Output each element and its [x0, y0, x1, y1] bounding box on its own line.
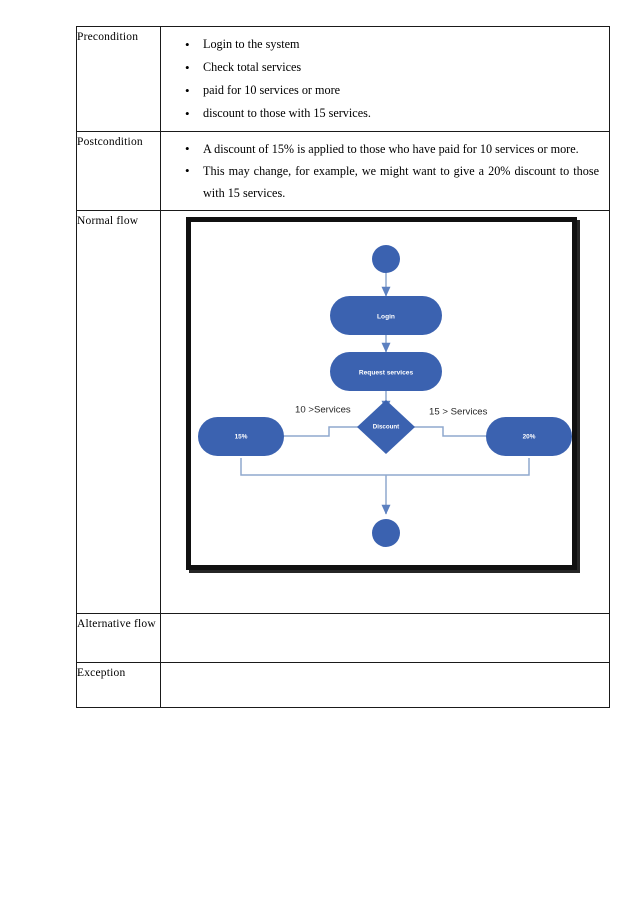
node-branch-right	[486, 417, 572, 456]
edge-label-right: 15 > Services	[429, 407, 488, 418]
activity-diagram-svg: Login Request services Discount 15%	[198, 245, 572, 547]
node-decision-label: Discount	[373, 424, 399, 431]
postcondition-bullet-list: A discount of 15% is applied to those wh…	[161, 132, 609, 210]
node-branch-left-label: 15%	[235, 434, 248, 441]
row-label-postcondition: Postcondition	[76, 131, 161, 211]
diagram-inner-border	[191, 222, 572, 565]
node-request-services-label: Request services	[359, 369, 414, 376]
row-label-precondition: Precondition	[76, 26, 161, 132]
connector-group	[240, 272, 530, 515]
row-label-exception: Exception	[76, 662, 161, 708]
node-branch-left	[198, 417, 284, 456]
table-row-exception: Exception	[76, 662, 610, 708]
diagram-frame: Login Request services Discount 15%	[186, 217, 577, 570]
list-item: discount to those with 15 services.	[161, 102, 599, 125]
list-item: A discount of 15% is applied to those wh…	[161, 138, 599, 160]
node-branch-right-label: 20%	[523, 434, 536, 441]
row-content-postcondition: A discount of 15% is applied to those wh…	[160, 131, 610, 211]
row-content-alternative-flow	[160, 613, 610, 663]
row-content-exception	[160, 662, 610, 708]
table-row-normal-flow: Normal flow	[76, 210, 610, 614]
edge-decision-to-right	[413, 426, 505, 441]
table-row-alternative-flow: Alternative flow	[76, 613, 610, 663]
edge-decision-to-left	[265, 426, 359, 441]
row-content-precondition: Login to the system Check total services…	[160, 26, 610, 132]
list-item: Login to the system	[161, 33, 599, 56]
list-item: This may change, for example, we might w…	[161, 160, 599, 204]
list-item: Check total services	[161, 56, 599, 79]
row-label-alternative-flow: Alternative flow	[76, 613, 161, 663]
table-row-precondition: Precondition Login to the system Check t…	[76, 26, 610, 132]
diagram-container: Login Request services Discount 15%	[161, 211, 609, 613]
node-start	[372, 245, 400, 273]
list-item: paid for 10 services or more	[161, 79, 599, 102]
edge-merge-rail	[240, 458, 530, 476]
node-request-services	[330, 352, 442, 391]
node-login-label: Login	[377, 313, 395, 320]
node-login	[330, 296, 442, 335]
row-label-normal-flow: Normal flow	[76, 210, 161, 614]
node-decision	[357, 400, 415, 454]
row-content-normal-flow: Login Request services Discount 15%	[160, 210, 610, 614]
node-end	[372, 519, 400, 547]
use-case-table: Precondition Login to the system Check t…	[76, 26, 610, 708]
precondition-bullet-list: Login to the system Check total services…	[161, 27, 609, 131]
edge-label-left: 10 >Services	[295, 405, 351, 416]
table-row-postcondition: Postcondition A discount of 15% is appli…	[76, 131, 610, 211]
